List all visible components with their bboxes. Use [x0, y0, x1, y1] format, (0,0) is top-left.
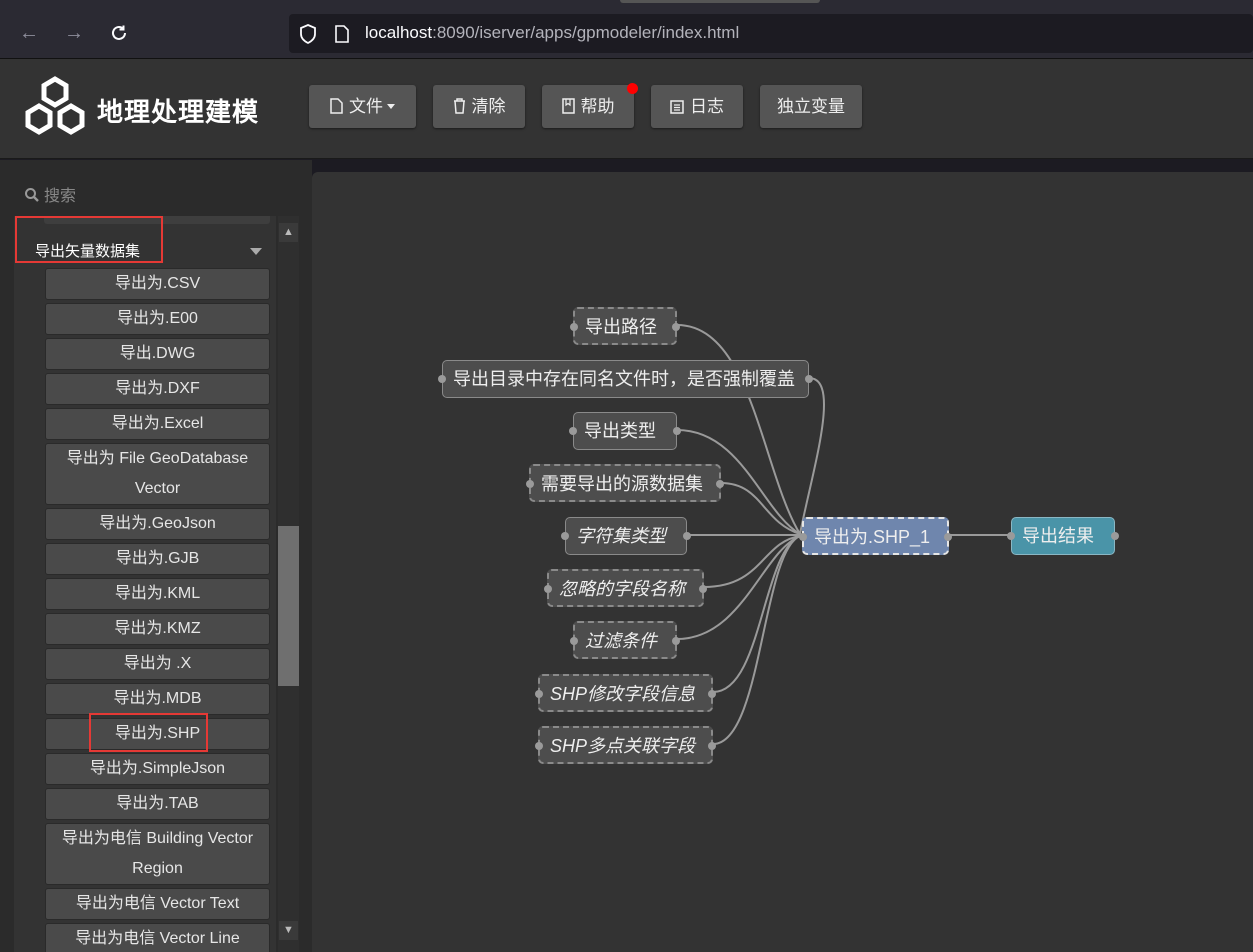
- notification-dot: [627, 83, 638, 94]
- output-port[interactable]: [699, 585, 707, 593]
- edge-overwrite: [799, 377, 825, 535]
- output-port[interactable]: [672, 323, 680, 331]
- hexagon-logo-icon: [25, 76, 85, 135]
- url-text[interactable]: localhost:8090/iserver/apps/gpmodeler/in…: [365, 23, 740, 42]
- output-port[interactable]: [708, 690, 716, 698]
- address-bar[interactable]: localhost:8090/iserver/apps/gpmodeler/in…: [289, 14, 1253, 53]
- tool-item-mdb[interactable]: 导出为.MDB: [45, 683, 270, 715]
- output-port[interactable]: [708, 742, 716, 750]
- input-port[interactable]: [561, 532, 569, 540]
- connection-lines: [676, 324, 1009, 745]
- edge-export-type: [676, 429, 801, 535]
- output-port[interactable]: [672, 637, 680, 645]
- tool-item-excel[interactable]: 导出为.Excel: [45, 408, 270, 440]
- input-port[interactable]: [570, 637, 578, 645]
- trash-icon: [453, 87, 466, 130]
- previous-group-edge: [44, 216, 270, 224]
- input-port[interactable]: [438, 375, 446, 383]
- input-port[interactable]: [526, 480, 534, 488]
- edge-shp-multipoint: [712, 535, 801, 745]
- output-port[interactable]: [805, 375, 813, 383]
- scroll-down-icon[interactable]: ▼: [279, 921, 298, 940]
- reload-icon[interactable]: [106, 20, 132, 46]
- edge-export-path: [676, 324, 801, 535]
- help-button[interactable]: 帮助: [542, 85, 634, 128]
- tool-item-x[interactable]: 导出为 .X: [45, 648, 270, 680]
- tool-item-dxf[interactable]: 导出为.DXF: [45, 373, 270, 405]
- tool-item-kmz[interactable]: 导出为.KMZ: [45, 613, 270, 645]
- book-icon: [561, 87, 575, 130]
- node-export-type[interactable]: 导出类型: [569, 412, 681, 450]
- edge-source-dataset: [720, 482, 801, 535]
- caret-down-icon[interactable]: [250, 248, 262, 255]
- shield-icon[interactable]: [299, 24, 317, 44]
- independent-variables-button[interactable]: 独立变量: [760, 85, 862, 128]
- node-overwrite[interactable]: 导出目录中存在同名文件时，是否强制覆盖: [438, 360, 813, 398]
- log-button[interactable]: 日志: [651, 85, 743, 128]
- group-export-vector-dataset[interactable]: 导出矢量数据集: [14, 224, 276, 272]
- output-port[interactable]: [944, 533, 952, 541]
- input-port[interactable]: [799, 533, 807, 541]
- input-port[interactable]: [544, 585, 552, 593]
- edge-ignore-fields: [703, 535, 801, 588]
- highlight-box-shp: [89, 713, 208, 752]
- browser-toolbar: ← → localhost:8090/iserver/apps/gpmodele…: [0, 0, 1253, 59]
- page-icon[interactable]: [335, 25, 349, 43]
- tool-tree: 导出矢量数据集 导出为.CSV 导出为.E00 导出.DWG 导出为.DXF 导…: [14, 216, 276, 952]
- node-charset[interactable]: 字符集类型: [561, 517, 691, 555]
- input-port[interactable]: [569, 427, 577, 435]
- back-arrow-icon[interactable]: ←: [19, 22, 39, 44]
- tool-item-building-vector-region[interactable]: 导出为电信 Building Vector Region: [45, 823, 270, 885]
- node-shp-modify-fields[interactable]: SHP修改字段信息: [535, 674, 716, 712]
- output-port[interactable]: [716, 480, 724, 488]
- input-port[interactable]: [535, 742, 543, 750]
- tool-item-gjb[interactable]: 导出为.GJB: [45, 543, 270, 575]
- output-port[interactable]: [1111, 532, 1119, 540]
- search-icon: [25, 188, 39, 202]
- node-export-path[interactable]: 导出路径: [570, 307, 680, 345]
- input-port[interactable]: [535, 690, 543, 698]
- tool-item-dwg[interactable]: 导出.DWG: [45, 338, 270, 370]
- tool-item-simplejson[interactable]: 导出为.SimpleJson: [45, 753, 270, 785]
- model-canvas[interactable]: 导出路径 导出目录中存在同名文件时，是否强制覆盖 导出类型 需要导出的源数据集 …: [312, 172, 1253, 952]
- node-filter[interactable]: 过滤条件: [570, 621, 680, 659]
- edge-shp-modify: [712, 535, 801, 693]
- search-box: [24, 184, 274, 210]
- tool-item-tab[interactable]: 导出为.TAB: [45, 788, 270, 820]
- tool-sidebar: 导出矢量数据集 导出为.CSV 导出为.E00 导出.DWG 导出为.DXF 导…: [0, 160, 312, 952]
- tool-item-vector-line[interactable]: 导出为电信 Vector Line: [45, 923, 270, 952]
- node-export-shp-tool[interactable]: 导出为.SHP_1: [799, 517, 952, 555]
- forward-arrow-icon[interactable]: →: [64, 22, 84, 44]
- node-export-result[interactable]: 导出结果: [1007, 517, 1119, 555]
- tool-item-geojson[interactable]: 导出为.GeoJson: [45, 508, 270, 540]
- list-icon: [670, 87, 684, 130]
- node-source-dataset[interactable]: 需要导出的源数据集: [526, 464, 724, 502]
- tool-item-e00[interactable]: 导出为.E00: [45, 303, 270, 335]
- output-port[interactable]: [673, 427, 681, 435]
- output-port[interactable]: [683, 532, 691, 540]
- tool-item-csv[interactable]: 导出为.CSV: [45, 268, 270, 300]
- app-title: 地理处理建模: [97, 97, 260, 127]
- input-port[interactable]: [1007, 532, 1015, 540]
- tool-item-shp[interactable]: 导出为.SHP: [45, 718, 270, 750]
- clear-button[interactable]: 清除: [433, 85, 525, 128]
- tool-item-file-geodatabase[interactable]: 导出为 File GeoDatabase Vector: [45, 443, 270, 505]
- browser-tab-edge: [620, 0, 820, 3]
- group-label: 导出矢量数据集: [35, 243, 141, 260]
- edge-filter: [676, 535, 801, 640]
- node-shp-multipoint-fields[interactable]: SHP多点关联字段: [535, 726, 716, 764]
- search-input[interactable]: [44, 184, 274, 210]
- app-header: 地理处理建模 文件 清除 帮助 日志 独立变量: [0, 59, 1253, 159]
- node-ignore-fields[interactable]: 忽略的字段名称: [544, 569, 707, 607]
- file-menu-button[interactable]: 文件: [309, 85, 416, 128]
- scrollbar-thumb[interactable]: [278, 526, 299, 686]
- chevron-down-icon: [387, 104, 395, 109]
- file-icon: [330, 87, 343, 130]
- highlight-box-group: [15, 216, 163, 263]
- scroll-up-icon[interactable]: ▲: [279, 223, 298, 242]
- tool-item-kml[interactable]: 导出为.KML: [45, 578, 270, 610]
- sidebar-scrollbar[interactable]: ▲ ▼: [278, 216, 299, 952]
- input-port[interactable]: [570, 323, 578, 331]
- tool-item-vector-text[interactable]: 导出为电信 Vector Text: [45, 888, 270, 920]
